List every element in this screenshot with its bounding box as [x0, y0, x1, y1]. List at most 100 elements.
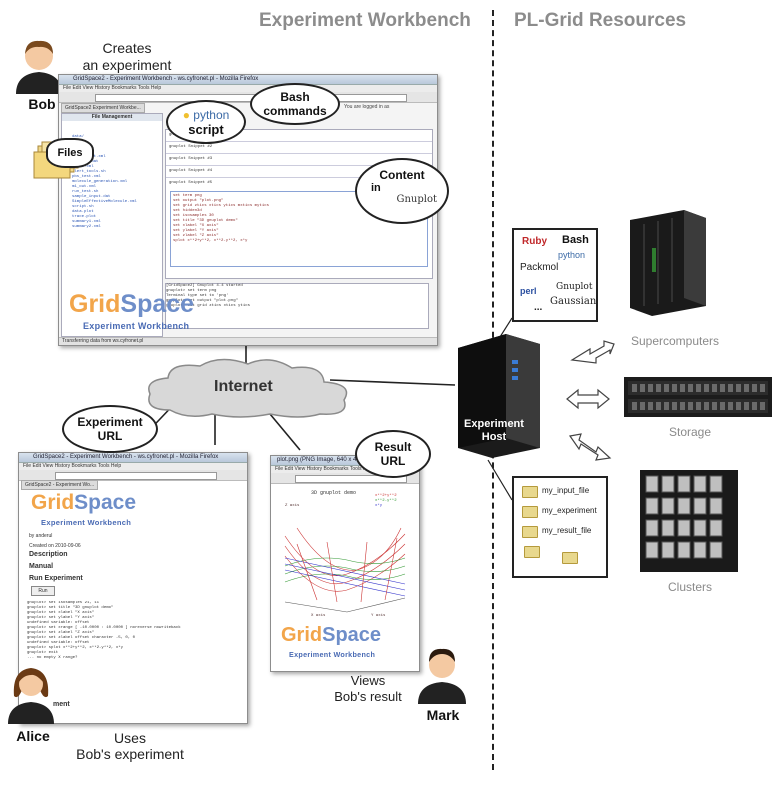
- gridspace-logo: GridSpace Experiment Workbench: [31, 491, 137, 527]
- python-script-bubble: ● python script: [166, 100, 246, 144]
- storage-label: Storage: [668, 425, 712, 439]
- folder-icon: [562, 552, 578, 564]
- section-manual[interactable]: Manual: [29, 563, 54, 570]
- folder-icon: [524, 546, 540, 558]
- file-item[interactable]: sample_input.dat: [72, 195, 111, 199]
- plot-z-axis: Z axis: [285, 504, 300, 508]
- bash-commands-bubble: Bash commands: [250, 83, 340, 125]
- arrow-storage: [566, 388, 610, 410]
- alice-url-bar[interactable]: [19, 470, 247, 481]
- file-item[interactable]: summary2.xml: [72, 225, 101, 229]
- plot-title: 3D gnuplot demo: [311, 490, 357, 496]
- file-item[interactable]: m1_out.xml: [72, 185, 97, 189]
- storage-icon: [624, 377, 772, 417]
- alice-browser-window: GridSpace2 - Experiment Workbench - ws.c…: [18, 452, 248, 724]
- alice-console: gnuplot> set isosamples 21, 11 gnuplot> …: [27, 601, 181, 660]
- file-item[interactable]: run_test.sh: [72, 190, 99, 194]
- experiment-author: by anderul: [29, 533, 53, 539]
- software-ellipsis: ...: [534, 302, 543, 313]
- mark-url-bar[interactable]: [271, 473, 419, 484]
- file-item[interactable]: script.sh: [72, 205, 94, 209]
- supercomputers-label: Supercomputers: [630, 334, 720, 348]
- file-item[interactable]: molecule_generation.xml: [72, 180, 128, 184]
- file-item[interactable]: data/: [72, 135, 85, 139]
- alice-window-titlebar: GridSpace2 - Experiment Workbench - ws.c…: [19, 453, 247, 463]
- bob-person-icon: [16, 40, 62, 94]
- experiment-created: Created on 2010-09-06: [29, 543, 81, 549]
- experiment-host-server-icon: [458, 334, 540, 458]
- bob-caption: Creates an experiment: [82, 40, 172, 73]
- gridspace-logo: GridSpace Experiment Workbench: [69, 290, 195, 332]
- plot-legend-1: x**2+y**2: [375, 494, 397, 498]
- file-item[interactable]: data.plot: [72, 210, 94, 214]
- logged-in-text: You are logged in as: [344, 104, 390, 110]
- file-item[interactable]: rules.xml: [72, 165, 94, 169]
- bob-window-titlebar: GridSpace2 - Experiment Workbench - ws.c…: [59, 75, 437, 85]
- host-files-panel: my_input_file my_experiment my_result_fi…: [512, 476, 608, 578]
- alice-window-menubar: File Edit View History Bookmarks Tools H…: [19, 463, 247, 470]
- arrow-clusters: [568, 433, 612, 461]
- file-item[interactable]: alert_tools.sh: [72, 170, 106, 174]
- status-bar: Transferring data from ws.cyfronet.pl: [59, 337, 437, 345]
- file-item[interactable]: trace.plot: [72, 215, 97, 219]
- cluster-icon: [640, 470, 738, 572]
- software-perl: perl: [520, 286, 537, 296]
- snippet-row[interactable]: gnuplot Snippet #3: [166, 154, 432, 166]
- host-file-result: my_result_file: [542, 526, 592, 535]
- mark-caption: Views Bob's result: [334, 673, 402, 704]
- content-gnuplot-bubble: Content in Gnuplot: [355, 158, 449, 224]
- section-description[interactable]: Description: [29, 551, 68, 558]
- plot-legend-2: x**2-y**2: [375, 499, 397, 503]
- alice-caption: Uses Bob's experiment: [76, 730, 184, 762]
- snippet-row[interactable]: gnuplot Snippet #4: [166, 166, 432, 178]
- host-file-experiment: my_experiment: [542, 506, 597, 515]
- section-run-experiment[interactable]: Run Experiment: [29, 575, 83, 582]
- clusters-label: Clusters: [667, 580, 712, 594]
- mark-name: Mark: [426, 707, 460, 723]
- host-file-input: my_input_file: [542, 486, 590, 495]
- supercomputer-icon: [630, 210, 706, 316]
- files-bubble: Files: [46, 138, 94, 168]
- plot-x-axis: X axis: [311, 614, 326, 618]
- mark-window-menubar: File Edit View History Bookmarks Tools H…: [271, 466, 419, 473]
- bob-window-menubar: File Edit View History Bookmarks Tools H…: [59, 85, 437, 92]
- bob-browser-tab[interactable]: GridSpace2 Experiment Workbe...: [61, 103, 145, 113]
- plot-legend-3: x*y: [375, 504, 383, 508]
- file-item[interactable]: SimpleEffectiveMolecule.xml: [72, 200, 137, 204]
- plot-y-axis: Y axis: [371, 614, 386, 618]
- software-gnuplot: Gnuplot: [556, 282, 593, 292]
- mark-browser-window: plot.png (PNG Image, 640 x 480 pixels) -…: [270, 455, 420, 672]
- gridspace-logo: GridSpace Experiment Workbench: [281, 624, 382, 659]
- arrow-supercomputers: [570, 340, 615, 364]
- folder-icon: [522, 486, 538, 498]
- file-item[interactable]: summary1.xml: [72, 220, 101, 224]
- snippet-row[interactable]: gnuplot Snippet #2: [166, 142, 432, 154]
- software-packmol: Packmol: [520, 262, 559, 273]
- file-panel-title: File Management: [62, 114, 162, 121]
- software-ruby: Ruby: [522, 236, 547, 247]
- software-panel: Ruby Bash python Packmol perl Gnuplot Ga…: [512, 228, 598, 322]
- mark-window-titlebar: plot.png (PNG Image, 640 x 480 pixels) -…: [271, 456, 419, 466]
- bob-name: Bob: [28, 96, 56, 112]
- snippet-row[interactable]: gnuplot Snippet #5: [169, 181, 213, 185]
- header-experiment-workbench: Experiment Workbench: [259, 10, 471, 31]
- header-pl-grid-resources: PL-Grid Resources: [514, 10, 687, 31]
- folder-icon: [522, 506, 538, 518]
- console-output: [GridSpace2] Gnuplot 4.4 started gnuplot…: [165, 283, 429, 329]
- run-button[interactable]: Run: [31, 586, 55, 596]
- mark-person-icon: [418, 648, 466, 704]
- folder-icon: [522, 526, 538, 538]
- experiment-url-bubble: Experiment URL: [62, 405, 158, 453]
- bob-url-bar[interactable]: [59, 92, 437, 103]
- snippet-code[interactable]: set term png set output "plot.png" set g…: [170, 191, 428, 267]
- alice-browser-tab[interactable]: GridSpace2 - Experiment Wo...: [21, 480, 99, 490]
- internet-label: Internet: [214, 378, 273, 395]
- file-item[interactable]: pbs_test.xml: [72, 175, 101, 179]
- software-bash: Bash: [562, 234, 589, 246]
- alice-name: Alice: [16, 728, 50, 744]
- alice-person-icon: [8, 668, 54, 724]
- alice-page-text: ment: [53, 701, 70, 708]
- software-python: python: [558, 250, 586, 260]
